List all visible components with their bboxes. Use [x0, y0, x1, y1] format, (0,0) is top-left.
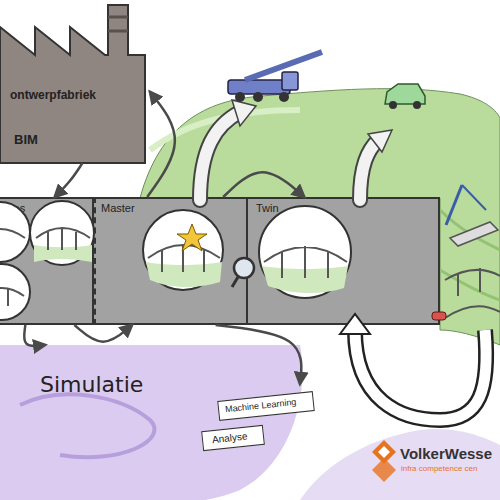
wheel [413, 101, 421, 109]
flow-arrow [24, 325, 45, 346]
flow-arrow [147, 92, 175, 197]
flow-arrow-body [360, 140, 378, 200]
bridge-circle [143, 210, 223, 290]
pool-outline [0, 345, 303, 500]
node-text: BIM [14, 133, 38, 147]
star-symbol [177, 224, 207, 251]
red-car [432, 312, 446, 320]
node-text: Analyse [211, 431, 248, 446]
factory-outline [0, 5, 145, 163]
bridge-segment [450, 222, 498, 246]
crane-truck [228, 80, 290, 94]
site-crane [462, 185, 486, 210]
flow-arrow-outline [200, 112, 240, 200]
slope-stripe [440, 210, 500, 300]
logo-text: VolkerWesse [400, 446, 492, 463]
wheel [389, 101, 397, 109]
crane-boom [245, 52, 322, 80]
grass-patch [34, 245, 92, 262]
logo-mark [372, 458, 396, 482]
car [385, 84, 425, 104]
bridge-sketch [445, 306, 500, 318]
node-text: Machine Learning [225, 398, 297, 415]
magnifier-handle [232, 277, 238, 287]
node-text: ypes [2, 202, 25, 214]
wheel [279, 92, 289, 102]
grass-patch [146, 262, 222, 287]
loop-arrow-outline [355, 330, 486, 420]
bridge-sketch [0, 229, 25, 238]
logo-text: infra competence cen [401, 465, 478, 474]
truck-cab [282, 72, 298, 90]
bridge-sketch [0, 288, 24, 306]
pool-outline [0, 345, 300, 500]
chimney-band [108, 17, 128, 31]
bridge-circle [30, 201, 94, 265]
logo-mark [372, 440, 396, 464]
site-crane [446, 185, 462, 225]
wheel [253, 92, 263, 102]
flow-arrow-head [368, 130, 392, 152]
bridge-sketch [36, 228, 90, 250]
flow-arrow-outline [360, 140, 378, 200]
flow-arrow-head [232, 100, 256, 126]
node-text: Simulatie [40, 373, 143, 397]
bridge-sketch [264, 246, 347, 278]
logo-mark [378, 446, 390, 458]
swirl [20, 394, 154, 457]
node-text: Master [101, 202, 135, 214]
bridge-circle [259, 206, 351, 298]
loop-arrow-head [340, 314, 370, 334]
grass-patch [262, 266, 348, 293]
pool-area: Simulatie [0, 345, 300, 500]
node-text: ontwerpfabriek [10, 89, 96, 102]
bridge-sketch [445, 268, 500, 296]
wheel [235, 92, 245, 102]
flow-arrow [223, 172, 304, 197]
section-box: Master [94, 197, 246, 325]
bridge-circle [0, 264, 30, 320]
bridge-circle [0, 202, 30, 262]
loop-arrow-body [355, 330, 486, 420]
flow-arrow [55, 163, 83, 197]
section-box: ypes [0, 197, 94, 325]
section-box: Twin [246, 197, 440, 325]
node-text: Twin [256, 202, 279, 214]
magnifier-symbol [234, 258, 254, 278]
hill-highlight [150, 110, 300, 150]
bridge-sketch [148, 245, 220, 272]
factory-shape: ontwerpfabriekBIM [0, 5, 150, 163]
flow-arrow [216, 325, 302, 384]
purple-wash [300, 429, 500, 500]
flow-arrow [74, 325, 132, 342]
flow-arrow-body [200, 112, 240, 200]
